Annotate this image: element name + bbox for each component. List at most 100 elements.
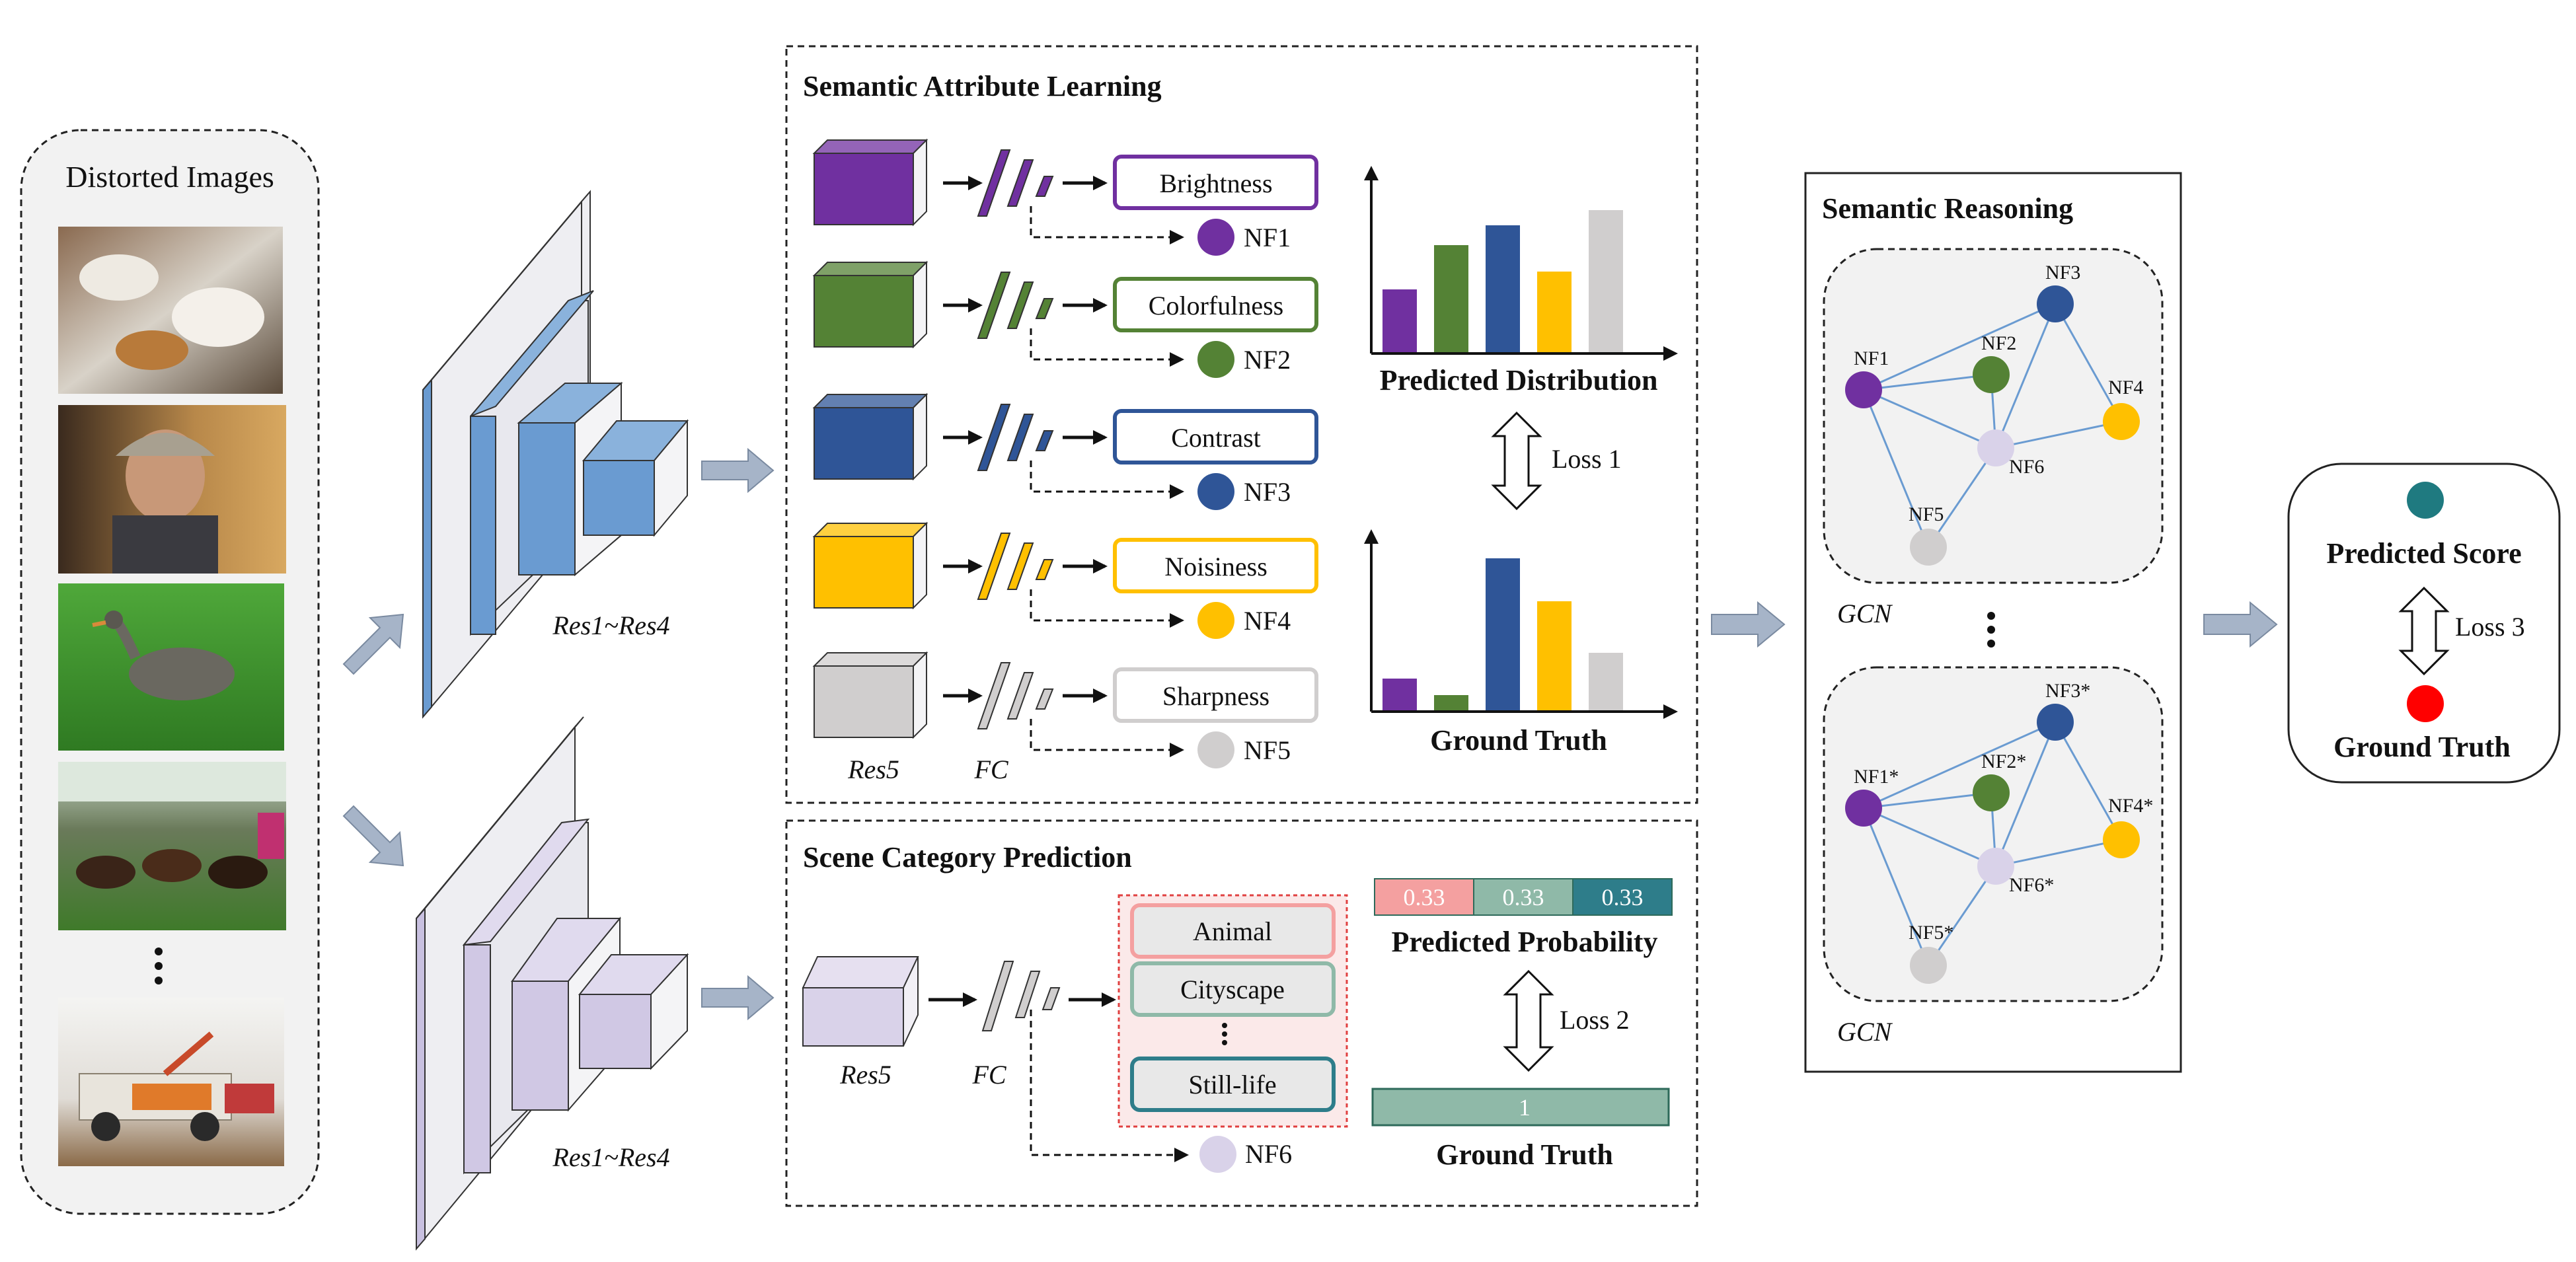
node-feature-label: NF3 <box>1244 477 1291 507</box>
gcn-ellipsis-icon <box>1987 612 1995 648</box>
graph-edge <box>1862 389 1930 548</box>
graph-edge <box>1863 792 1992 809</box>
ground-truth-label-attr: Ground Truth <box>1430 724 1607 757</box>
split-arrow-down <box>342 805 404 867</box>
graph-edge <box>1994 303 2057 449</box>
res-block-4-bottom <box>578 953 689 1070</box>
gcn-top-label: GCN <box>1837 599 1893 628</box>
bar <box>1486 558 1520 710</box>
res5-feature-cube <box>812 651 928 739</box>
graph-node-label: NF3 <box>2045 262 2080 283</box>
category-box-item <box>1130 903 1336 959</box>
attribute-box <box>1113 409 1318 464</box>
attribute-box <box>1113 538 1318 593</box>
split-arrow-up <box>342 613 404 675</box>
backbone-top-label: Res1~Res4 <box>552 611 669 640</box>
category-label: Cityscape <box>1180 975 1285 1004</box>
graph-node-label: NF6 <box>2009 456 2044 478</box>
category-box-item <box>1130 1057 1336 1112</box>
arrow-to-reasoning <box>1711 601 1786 648</box>
node-feature-circle <box>1197 219 1234 256</box>
bar <box>1383 679 1417 710</box>
graph-edge <box>2054 722 2123 840</box>
graph-node <box>1973 356 2010 393</box>
node-feature-circle <box>1197 731 1234 768</box>
loss-3-arrow <box>2398 586 2450 676</box>
predicted-score-node <box>2407 482 2444 519</box>
res5-feature-cube <box>812 392 928 481</box>
res-block-4 <box>582 419 689 537</box>
ground-truth-bar-value: 1 <box>1519 1094 1531 1121</box>
probability-segment <box>1572 878 1673 916</box>
graph-node-label: NF4* <box>2108 795 2153 817</box>
nf6-dashed-connector <box>1030 1010 1189 1162</box>
input-panel: Distorted Images <box>20 129 320 1215</box>
arrow-to-output <box>2203 601 2278 648</box>
graph-edge <box>1927 866 1997 966</box>
scene-fc-layers <box>981 961 1061 1031</box>
loss-1-label: Loss 1 <box>1552 444 1622 474</box>
node-feature-label: NF2 <box>1244 345 1291 375</box>
graph-node <box>1845 371 1882 408</box>
category-label: Animal <box>1193 916 1272 946</box>
bar <box>1434 695 1468 710</box>
scene-panel: Scene Category Prediction Res5 FC Animal… <box>785 819 1698 1207</box>
attribute-label: Colorfulness <box>1149 291 1283 320</box>
bar <box>1537 272 1572 352</box>
backbone-top: Res1~Res4 <box>422 190 689 719</box>
scene-res5-cube <box>802 956 919 1047</box>
predicted-probability-label: Predicted Probability <box>1392 926 1658 958</box>
graph-edge <box>1863 721 2056 809</box>
probability-value: 0.33 <box>1503 884 1544 910</box>
nf6-node <box>1199 1136 1236 1173</box>
loss-2-arrow <box>1503 969 1554 1072</box>
graph-node <box>1845 790 1882 827</box>
backbone-bottom: Res1~Res4 <box>416 716 689 1251</box>
loss-3-label: Loss 3 <box>2455 612 2525 642</box>
predicted-distribution-chart <box>1364 166 1678 361</box>
loss-1-arrow <box>1491 411 1542 511</box>
fc-layers <box>977 533 1054 600</box>
arrow-to-attribute-panel <box>701 447 775 494</box>
graph-edge <box>1927 447 1997 548</box>
output-ground-truth-label: Ground Truth <box>2333 731 2511 763</box>
predicted-distribution-label: Predicted Distribution <box>1380 364 1658 396</box>
attribute-label: Sharpness <box>1162 681 1269 711</box>
attribute-rows: BrightnessNF1ColorfulnessNF2ContrastNF3N… <box>812 138 1318 768</box>
arrow-to-scene-panel <box>701 975 775 1021</box>
nf6-node-label: NF6 <box>1245 1139 1292 1169</box>
probability-segment <box>1374 878 1474 916</box>
graph-node-label: NF2* <box>1981 751 2026 772</box>
graph-bottom: NF1*NF2*NF3*NF4*NF5*NF6* <box>1845 680 2153 984</box>
graph-node <box>1973 774 2010 811</box>
graph-node <box>1910 947 1947 984</box>
attribute-box <box>1113 155 1318 210</box>
scene-fc-label: FC <box>971 1060 1006 1090</box>
graph-node-label: NF1* <box>1854 766 1899 788</box>
output-panel: Predicted Score Loss 3 Ground Truth <box>2287 463 2561 784</box>
attribute-box <box>1113 277 1318 332</box>
backbone-bottom-label: Res1~Res4 <box>552 1142 669 1172</box>
attribute-label: Brightness <box>1159 168 1272 198</box>
node-feature-circle <box>1197 473 1234 510</box>
scene-panel-title: Scene Category Prediction <box>803 841 1132 873</box>
graph-node-label: NF3* <box>2045 680 2090 702</box>
graph-node <box>1910 529 1947 566</box>
res5-feature-cube <box>812 521 928 610</box>
graph-edge <box>1863 373 1992 391</box>
graph-node <box>2103 403 2140 440</box>
node-feature-circle <box>1197 341 1234 378</box>
attribute-box <box>1113 667 1318 723</box>
graph-node <box>1977 429 2014 466</box>
node-feature-circle <box>1197 602 1234 639</box>
ground-truth-bar <box>1371 1088 1670 1127</box>
graph-node <box>2037 285 2074 322</box>
bar <box>1589 653 1623 710</box>
